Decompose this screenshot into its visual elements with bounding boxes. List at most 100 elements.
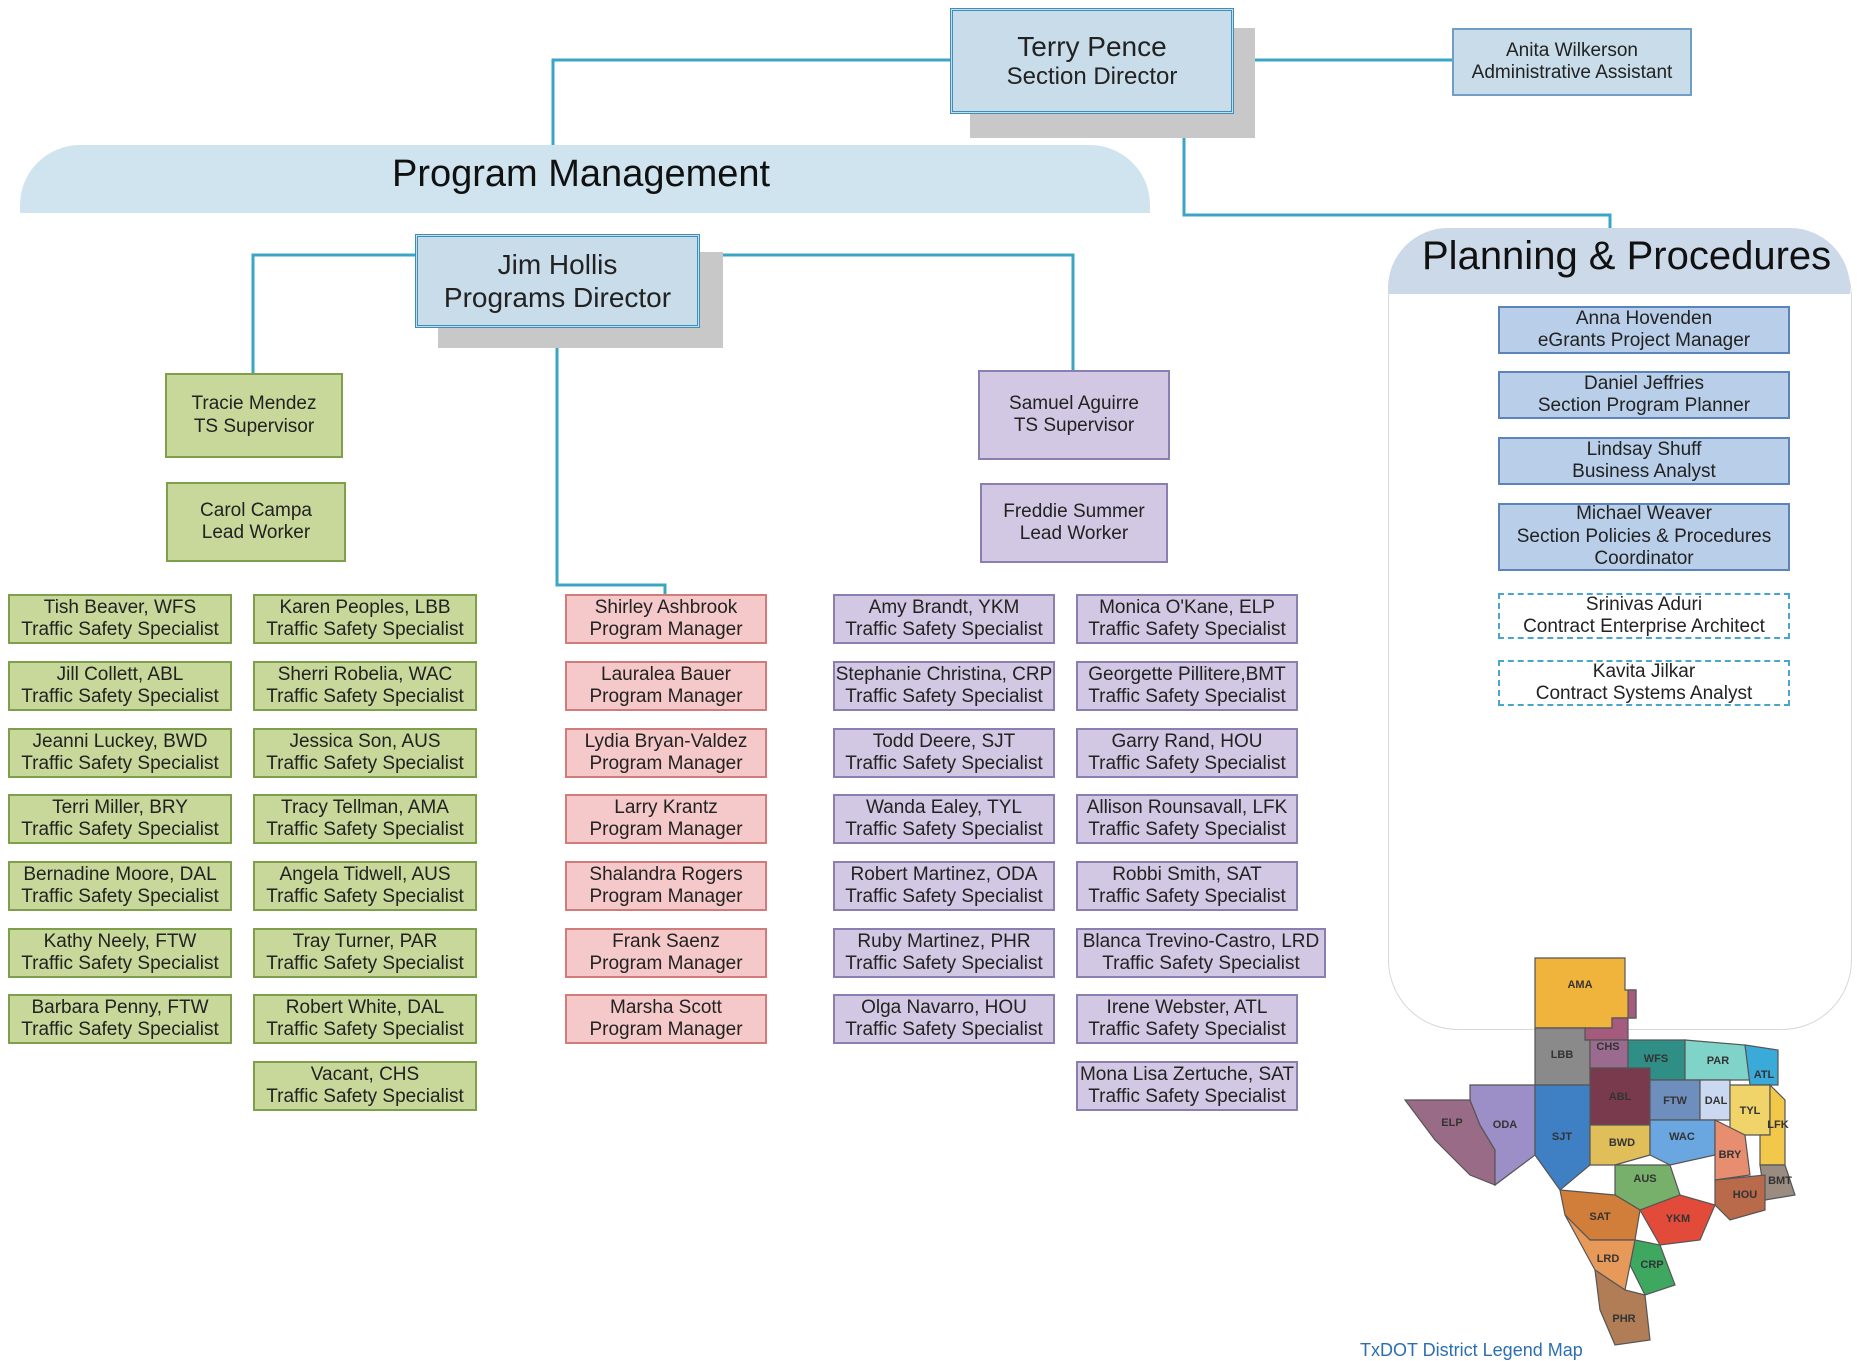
left-supervisor-box[interactable]: Tracie Mendez TS Supervisor bbox=[165, 373, 343, 458]
right-team-col1-specialist-line-1: Robert Martinez, ODA bbox=[850, 863, 1038, 885]
right-team-col2-specialist-line-2: Traffic Safety Specialist bbox=[1088, 1019, 1286, 1040]
district-region-phr bbox=[1594, 1268, 1651, 1346]
left-team-col2-specialist-line-1: Angela Tidwell, AUS bbox=[279, 863, 451, 885]
right-supervisor-box[interactable]: Samuel Aguirre TS Supervisor bbox=[978, 370, 1170, 460]
planning-procedures-heading: Planning & Procedures bbox=[1422, 234, 1832, 278]
right-team-col1-specialist-line-1: Stephanie Christina, CRP bbox=[835, 663, 1053, 685]
right-team-col2-specialist-line-1: Robbi Smith, SAT bbox=[1112, 863, 1262, 885]
planning-staff-box-line-2: Contract Systems Analyst bbox=[1535, 683, 1753, 704]
left-team-col1-specialist-line-2: Traffic Safety Specialist bbox=[21, 886, 219, 907]
map-label-aus: AUS bbox=[1633, 1173, 1656, 1185]
left-supervisor-name: Tracie Mendez bbox=[191, 393, 317, 415]
right-supervisor-name: Samuel Aguirre bbox=[1009, 392, 1139, 414]
left-team-col1-specialist-line-1: Barbara Penny, FTW bbox=[31, 996, 209, 1018]
right-lead-worker-box[interactable]: Freddie Summer Lead Worker bbox=[980, 483, 1168, 563]
left-team-col2-specialist-line-2: Traffic Safety Specialist bbox=[266, 1019, 464, 1040]
left-team-col2-specialist-line-2: Traffic Safety Specialist bbox=[266, 1086, 464, 1107]
map-label-hou: HOU bbox=[1733, 1189, 1758, 1201]
planning-staff-box-line-2: Section Program Planner bbox=[1537, 395, 1751, 416]
administrative-assistant-box[interactable]: Anita Wilkerson Administrative Assistant bbox=[1452, 28, 1692, 96]
planning-staff-box-line-1: Daniel Jeffries bbox=[1583, 372, 1705, 394]
right-team-col2-specialist-line-1: Georgette Pillitere,BMT bbox=[1088, 663, 1286, 685]
program-manager-line-2: Program Manager bbox=[589, 619, 743, 640]
district-region-wac bbox=[1649, 1119, 1716, 1166]
planning-staff-box-line-1: Anna Hovenden bbox=[1575, 307, 1713, 329]
left-supervisor-title: TS Supervisor bbox=[193, 415, 315, 437]
director-title: Section Director bbox=[1006, 63, 1178, 91]
map-label-tyl: TYL bbox=[1740, 1105, 1761, 1117]
map-label-par: PAR bbox=[1707, 1055, 1729, 1067]
program-manager-line-1: Lauralea Bauer bbox=[601, 663, 731, 685]
program-manager-line-1: Shirley Ashbrook bbox=[594, 596, 738, 618]
program-manager-line-1: Frank Saenz bbox=[612, 930, 720, 952]
assistant-title: Administrative Assistant bbox=[1471, 62, 1673, 83]
map-label-chs: CHS bbox=[1596, 1041, 1619, 1053]
left-team-col1-specialist-line-1: Kathy Neely, FTW bbox=[43, 930, 197, 952]
right-team-col2-specialist-line-2: Traffic Safety Specialist bbox=[1088, 686, 1286, 707]
section-director-box[interactable]: Terry Pence Section Director bbox=[950, 8, 1234, 114]
left-team-col2-specialist-line-1: Vacant, CHS bbox=[310, 1063, 420, 1085]
map-label-wac: WAC bbox=[1669, 1131, 1695, 1143]
right-team-col1-specialist-line-2: Traffic Safety Specialist bbox=[845, 686, 1043, 707]
programs-director-box[interactable]: Jim Hollis Programs Director bbox=[415, 234, 700, 328]
program-manager-line-2: Program Manager bbox=[589, 953, 743, 974]
left-team-col1-specialist-line-1: Tish Beaver, WFS bbox=[43, 596, 197, 618]
program-manager-line-2: Program Manager bbox=[589, 686, 743, 707]
program-management-heading: Program Management bbox=[392, 153, 771, 195]
assistant-name: Anita Wilkerson bbox=[1506, 39, 1638, 61]
map-label-sat: SAT bbox=[1589, 1211, 1610, 1223]
program-management-banner bbox=[20, 145, 1150, 213]
map-label-lfk: LFK bbox=[1767, 1119, 1788, 1131]
right-team-col2-specialist-line-2: Traffic Safety Specialist bbox=[1088, 1086, 1286, 1107]
left-team-col2-specialist-line-2: Traffic Safety Specialist bbox=[266, 886, 464, 907]
left-team-col2-specialist-line-2: Traffic Safety Specialist bbox=[266, 819, 464, 840]
programs-director-title: Programs Director bbox=[443, 282, 672, 313]
left-lead-worker-box[interactable]: Carol Campa Lead Worker bbox=[166, 482, 346, 562]
left-lead-title: Lead Worker bbox=[201, 522, 311, 543]
right-team-col1-specialist-line-1: Amy Brandt, YKM bbox=[868, 596, 1020, 618]
